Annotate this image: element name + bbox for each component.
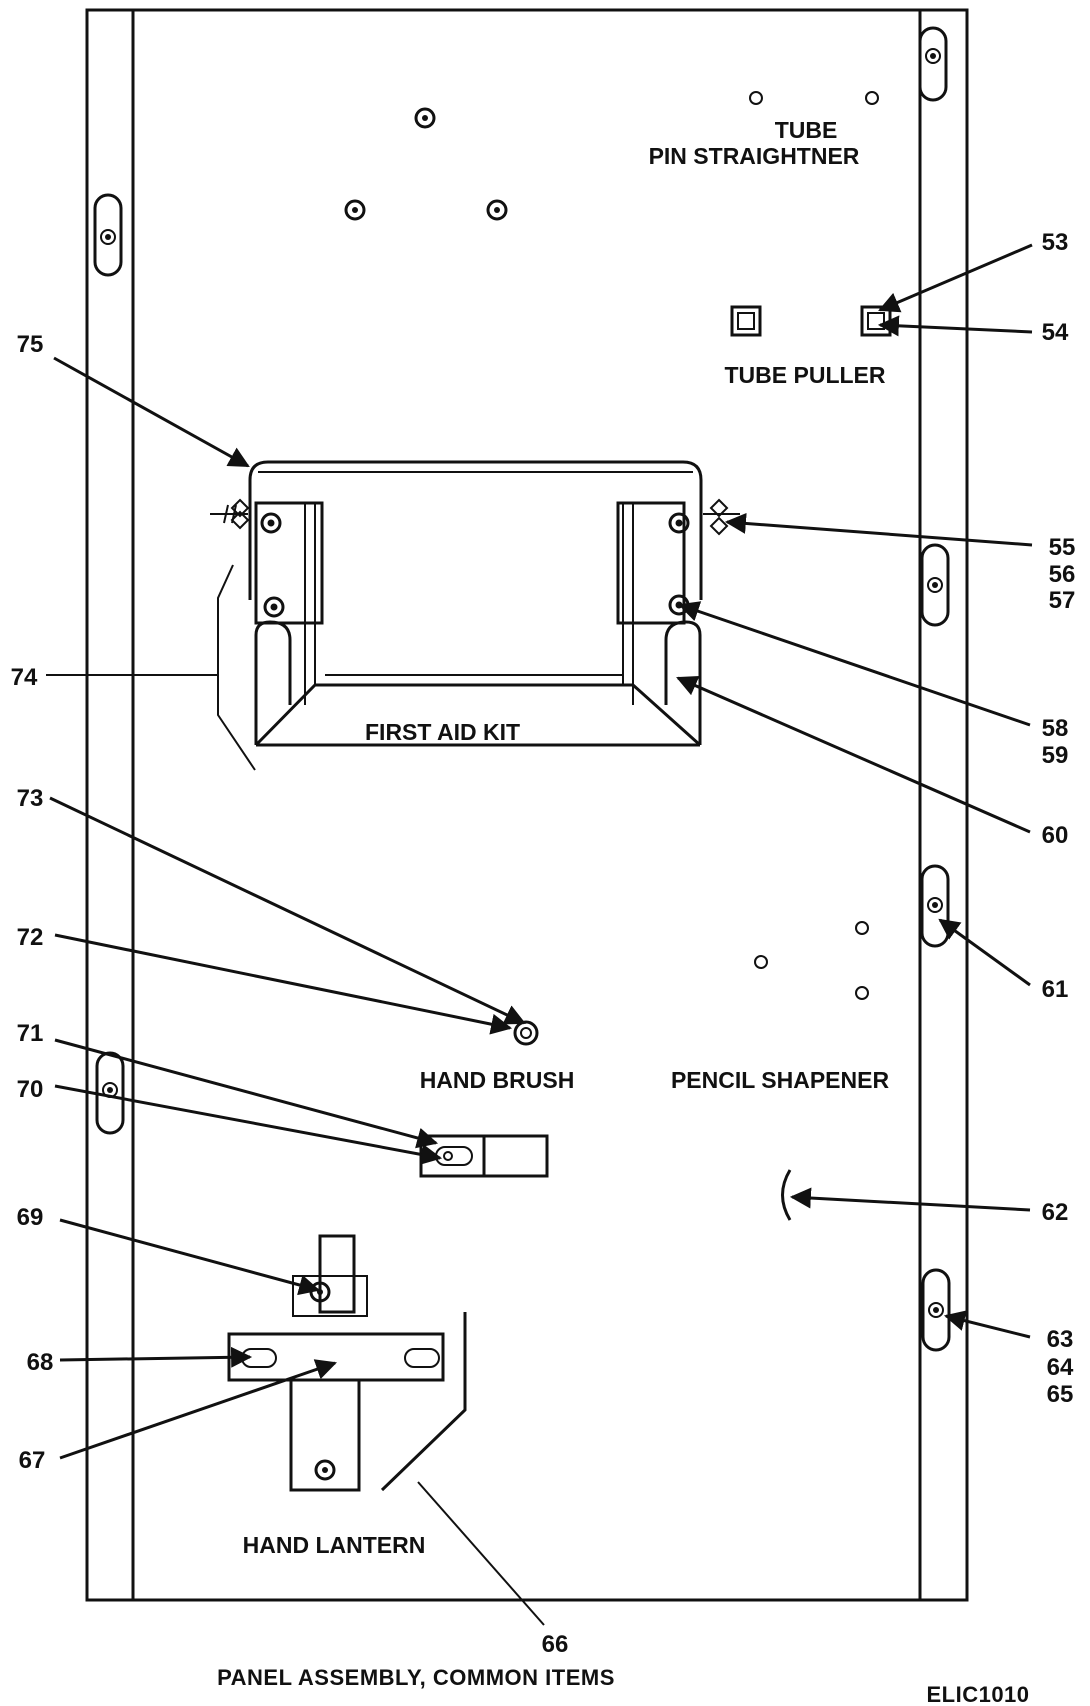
callout-67: 67 <box>19 1447 46 1474</box>
callout-73: 73 <box>17 785 44 812</box>
callout-72: 72 <box>17 924 44 951</box>
pencil-shapener: PENCIL SHAPENER <box>671 921 890 1093</box>
callout-61: 61 <box>1042 976 1069 1003</box>
left-slot-upper <box>93 193 123 277</box>
rail-mounting-slots <box>93 26 951 1352</box>
pointer-lines <box>46 243 1033 1626</box>
callout-63: 63 <box>1047 1326 1074 1353</box>
right-slot-middle <box>920 543 950 627</box>
callout-62: 62 <box>1042 1199 1069 1226</box>
callout-numbers: 53 54 55 56 57 58 59 60 61 62 63 64 65 6… <box>11 229 1076 1658</box>
right-slot-bottom <box>921 1268 951 1352</box>
right-slot-top <box>918 26 948 102</box>
first-aid-kit: FIRST AID KIT <box>210 460 740 747</box>
callout-54: 54 <box>1042 319 1069 346</box>
callout-56: 56 <box>1049 561 1076 588</box>
panel-outline <box>85 8 969 1602</box>
clip-bracket <box>419 1134 549 1178</box>
right-slot-lower <box>920 864 950 948</box>
callout-55: 55 <box>1049 534 1076 561</box>
tube-puller: TUBE PULLER <box>725 305 892 388</box>
callout-53: 53 <box>1042 229 1069 256</box>
callout-68: 68 <box>27 1349 54 1376</box>
tube-label: TUBE <box>775 117 838 143</box>
callout-58: 58 <box>1042 715 1069 742</box>
callout-70: 70 <box>17 1076 44 1103</box>
tube-pin-straightner: TUBE PIN STRAIGHTNER <box>649 91 879 169</box>
left-slot-lower <box>95 1051 125 1135</box>
hand-brush-label: HAND BRUSH <box>420 1067 575 1093</box>
figure-caption: PANEL ASSEMBLY, COMMON ITEMS <box>217 1665 615 1690</box>
wing-nut-left <box>210 498 250 530</box>
hand-lantern-bracket: HAND LANTERN <box>227 1234 467 1558</box>
callout-66: 66 <box>542 1631 569 1658</box>
wing-nut-right <box>703 498 740 536</box>
callout-74: 74 <box>11 664 38 691</box>
callout-64: 64 <box>1047 1354 1074 1381</box>
callout-75: 75 <box>17 331 44 358</box>
hand-brush: HAND BRUSH <box>420 1020 575 1093</box>
callout-65: 65 <box>1047 1381 1074 1408</box>
callout-69: 69 <box>17 1204 44 1231</box>
top-mounting-holes <box>344 107 508 221</box>
hook <box>781 1169 792 1221</box>
hand-lantern-label: HAND LANTERN <box>243 1532 426 1558</box>
pin-straightner-label: PIN STRAIGHTNER <box>649 143 860 169</box>
tube-puller-label: TUBE PULLER <box>725 362 886 388</box>
callout-57: 57 <box>1049 587 1076 614</box>
callout-60: 60 <box>1042 822 1069 849</box>
callout-59: 59 <box>1042 742 1069 769</box>
pencil-shapener-label: PENCIL SHAPENER <box>671 1067 890 1093</box>
first-aid-kit-label: FIRST AID KIT <box>365 719 520 745</box>
callout-71: 71 <box>17 1020 44 1047</box>
figure-id: ELIC1010 <box>926 1682 1029 1706</box>
